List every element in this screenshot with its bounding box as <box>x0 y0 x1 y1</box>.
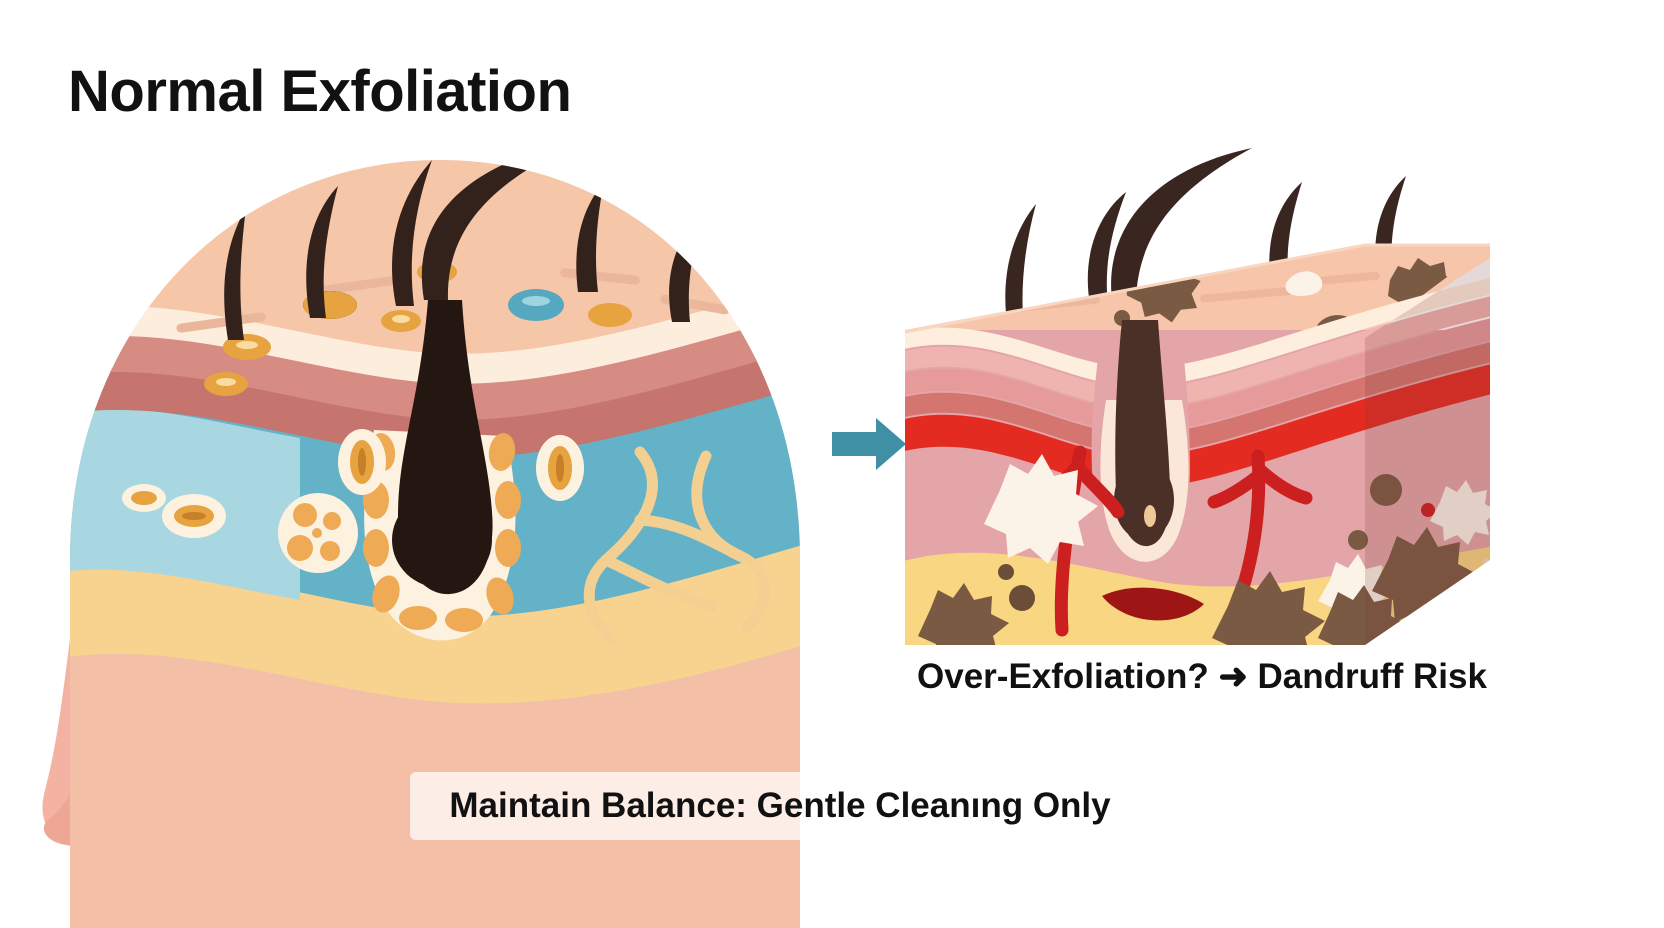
follicle-bulb <box>392 492 492 588</box>
dermal-cells <box>122 429 584 573</box>
balance-advice-text: Maintain Balance: Gentle Cleanıng Only <box>449 786 1111 825</box>
head-illustration <box>42 160 801 928</box>
hair-shaft <box>224 208 246 340</box>
scalp-cross-section <box>70 160 800 928</box>
page-title: Normal Exfoliation <box>68 59 572 124</box>
deep-vessel-pool <box>1102 587 1204 621</box>
hair-shaft <box>306 186 338 318</box>
capillary-network <box>583 446 771 646</box>
hair-shafts <box>224 160 712 340</box>
corneum-band <box>905 276 1490 387</box>
skin-block-illustration <box>904 148 1490 645</box>
over-exfoliation-caption: Over-Exfoliation? ➜ Dandruff Risk <box>917 657 1487 696</box>
block-top-face-main <box>905 245 1490 336</box>
balance-advice-banner: Maintain Balance: Gentle Cleanıng Only <box>410 772 1150 840</box>
inflamed-pink-band-2 <box>905 340 1490 455</box>
hair-shaft <box>392 160 432 306</box>
block-front-face <box>905 276 1490 645</box>
papillary-dermis-upper <box>70 304 800 420</box>
follicle-papilla <box>1144 505 1156 527</box>
hair-shaft <box>576 182 604 292</box>
inflamed-pink-band-1 <box>905 316 1490 433</box>
surface-white-flake <box>1285 271 1323 296</box>
block-side-face-shade <box>1365 258 1490 645</box>
follicle-cells <box>363 433 521 632</box>
pink-band-soft <box>905 294 1490 409</box>
progression-arrow <box>832 418 906 470</box>
hair-shaft <box>421 160 588 300</box>
stratum-corneum-layer <box>70 274 800 384</box>
papillary-dermis-lower <box>70 340 800 458</box>
block-top-edge-highlight <box>904 243 1490 334</box>
inflamed-red-band <box>905 362 1490 489</box>
